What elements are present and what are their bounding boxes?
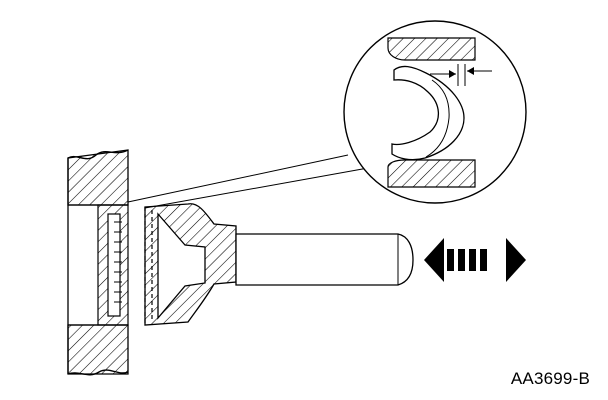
detail-seal-inner-curve	[425, 79, 450, 158]
leader-lower	[144, 167, 369, 209]
detail-lower-housing-hatch	[387, 159, 476, 188]
detail-seal-shape	[391, 65, 465, 161]
housing-break-top	[67, 149, 129, 160]
stub-shaft	[144, 203, 414, 326]
housing-lower-hatch	[67, 324, 129, 375]
housing-section	[67, 149, 129, 376]
seal-teeth	[114, 221, 122, 303]
housing-break-bottom	[67, 369, 129, 376]
shaft-body	[235, 233, 414, 286]
leader-upper	[127, 154, 349, 203]
shaft-head-inner	[157, 212, 206, 320]
double-headed-dashed-arrow-icon	[424, 238, 526, 282]
housing-upper-hatch	[67, 149, 129, 206]
seal-assembly	[97, 204, 129, 326]
detail-upper-housing-hatch	[387, 37, 476, 61]
opposed-measurement-arrows-icon	[430, 67, 492, 78]
detail-circle	[343, 20, 527, 204]
figure-code: AA3699-B	[510, 369, 590, 388]
seal-inner-ring	[107, 213, 121, 317]
detail-leaders	[127, 154, 369, 209]
